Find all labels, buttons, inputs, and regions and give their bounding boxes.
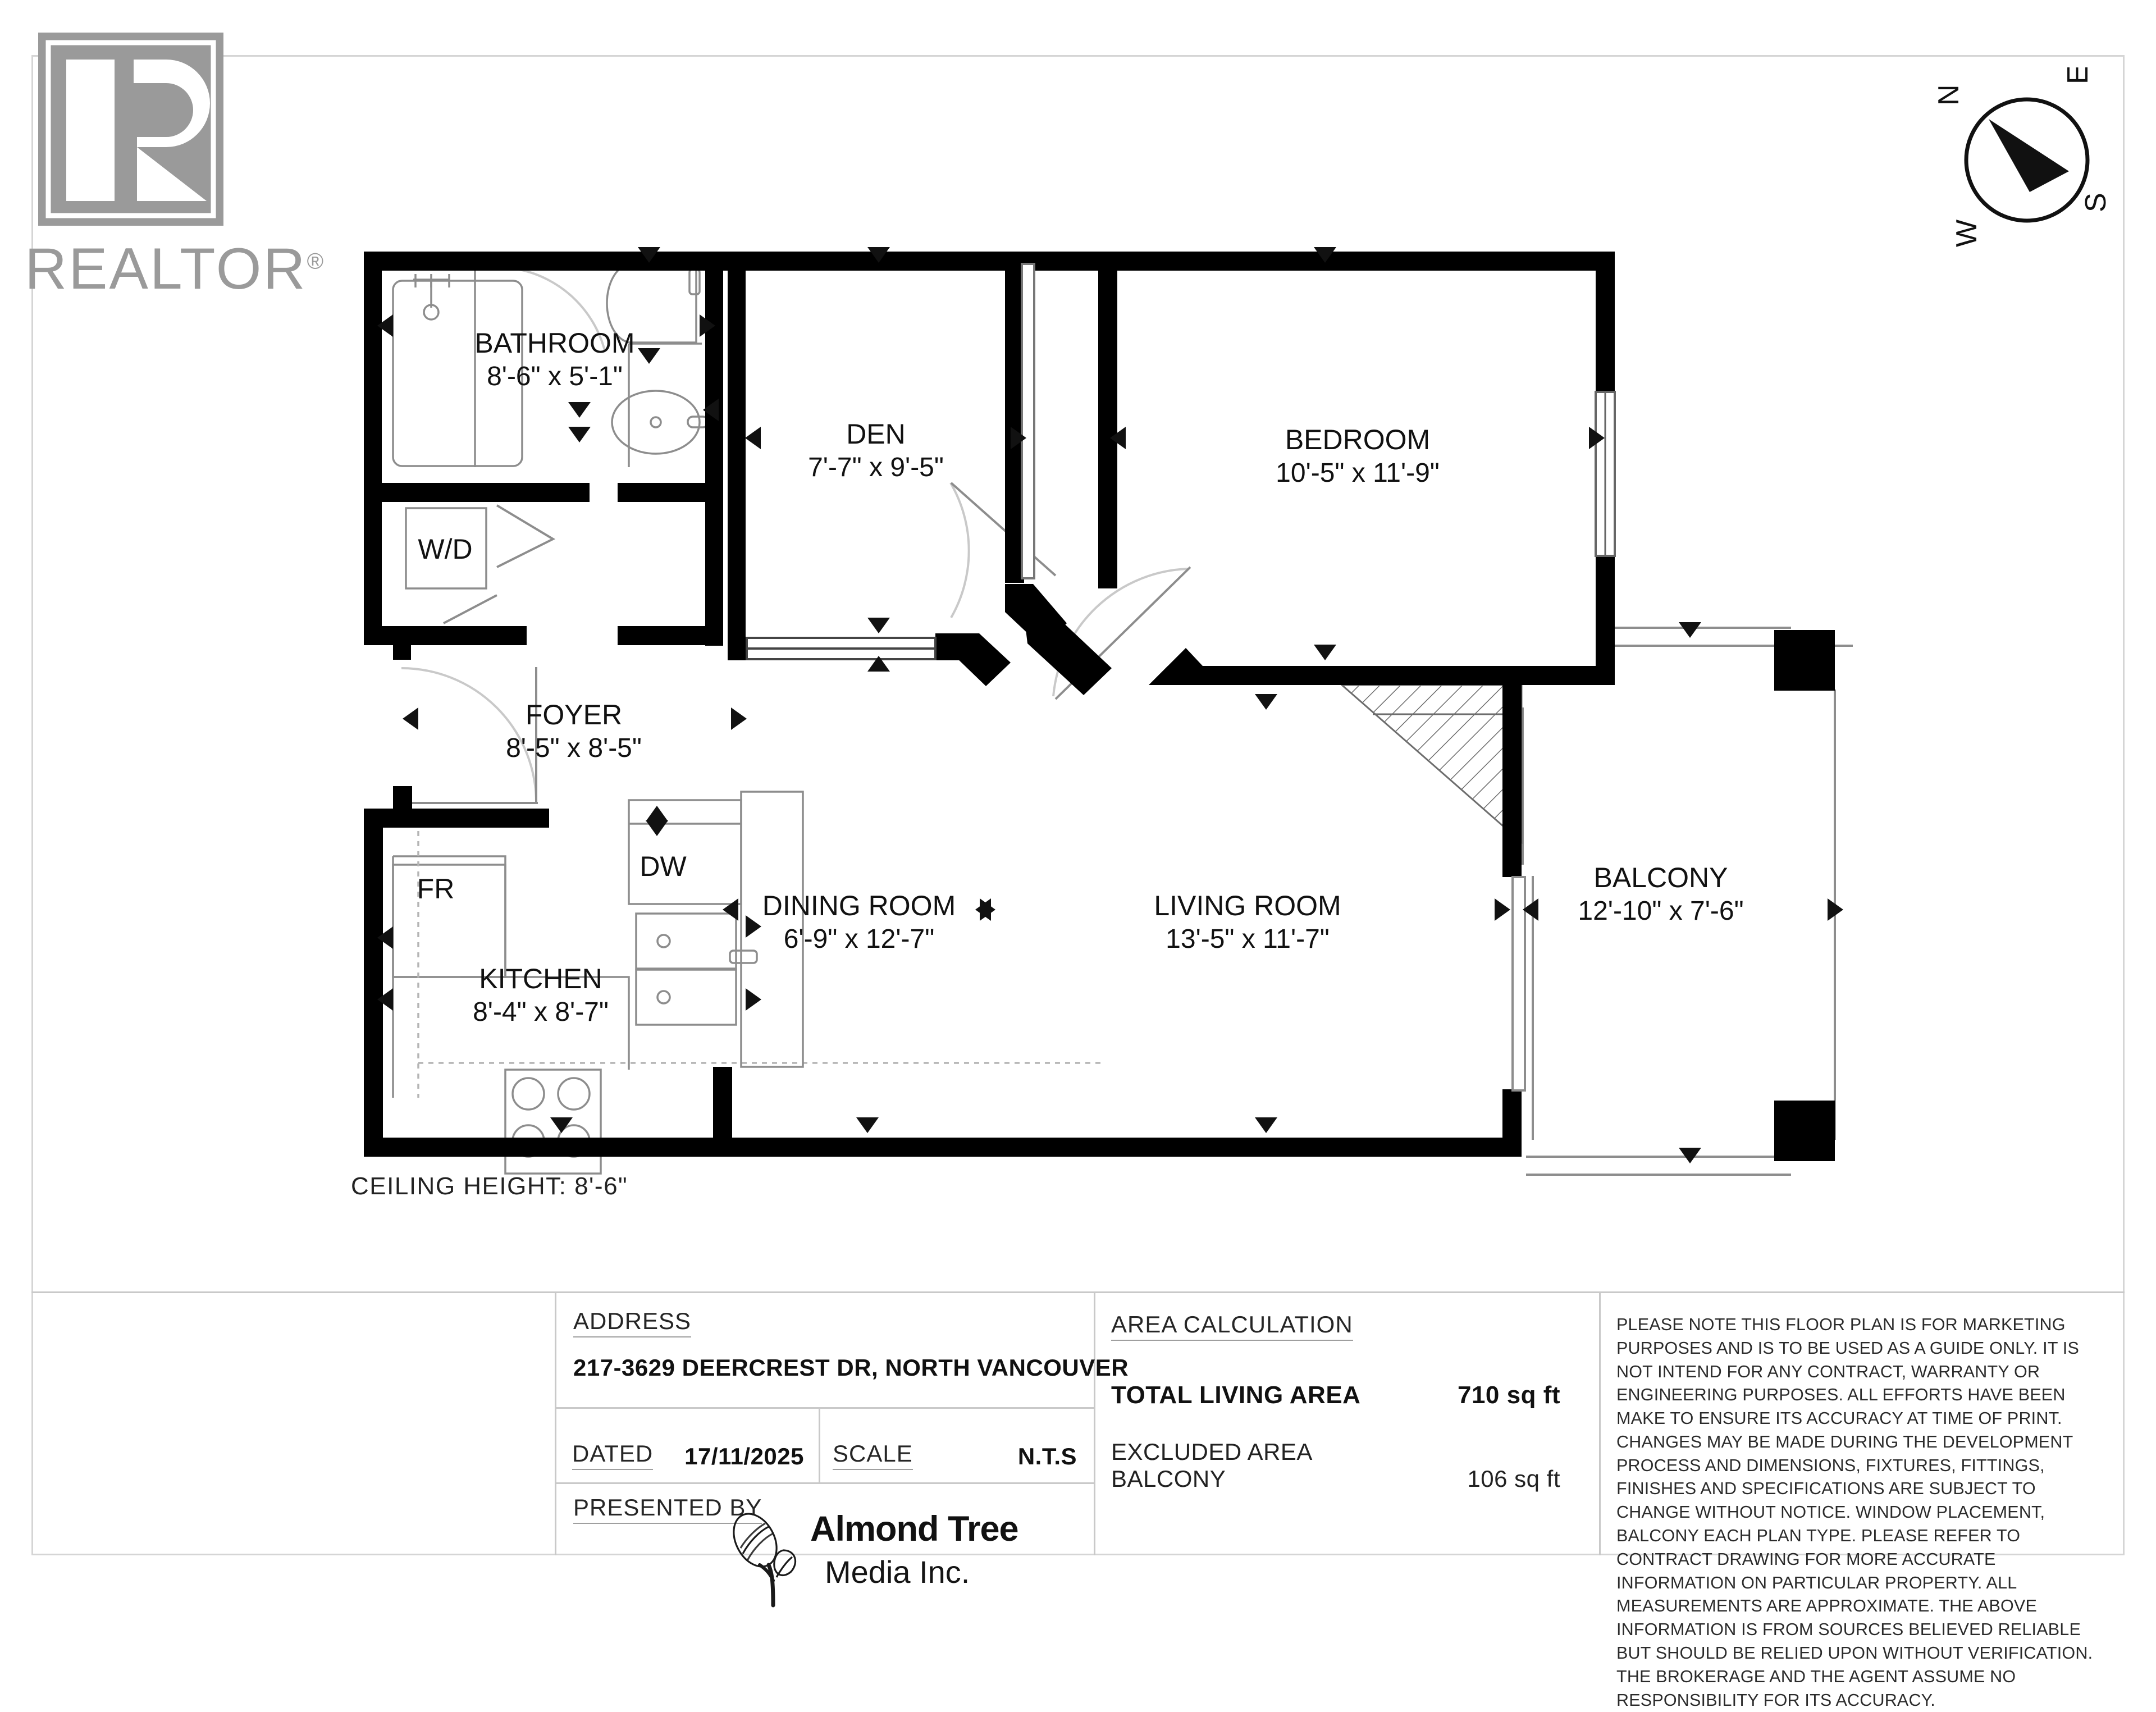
compass-rose-icon: N E S W: [1937, 67, 2112, 247]
info-panel-blank-column: [31, 1293, 556, 1555]
bathtub-icon: [392, 280, 523, 467]
appliance-label-fridge: FR: [417, 873, 455, 905]
ceiling-height-note: CEILING HEIGHT: 8'-6": [351, 1172, 628, 1200]
disclaimer-text: PLEASE NOTE THIS FLOOR PLAN IS FOR MARKE…: [1616, 1315, 2093, 1710]
room-label-living-room: LIVING ROOM: [1154, 890, 1341, 921]
room-dims-bathroom: 8'-6" x 5'-1": [487, 362, 623, 391]
address-value: 217-3629 DEERCREST DR, NORTH VANCOUVER: [573, 1354, 1129, 1381]
sink-icon: [611, 390, 701, 455]
compass-label-east: E: [2062, 67, 2094, 84]
realtor-r-icon: [38, 33, 223, 226]
presented-by-cell: PRESENTED BY Almo: [556, 1484, 1094, 1608]
room-dims-foyer: 8'-5" x 8'-5": [506, 733, 642, 763]
compass-label-south: S: [2080, 193, 2112, 212]
excluded-area-label: EXCLUDED AREA: [1111, 1439, 1313, 1465]
address-row: ADDRESS 217-3629 DEERCREST DR, NORTH VAN…: [556, 1293, 1129, 1409]
total-living-area-value: 710 sq ft: [1457, 1381, 1560, 1409]
room-label-bathroom: BATHROOM: [474, 327, 634, 359]
room-label-den: DEN: [846, 418, 906, 450]
realtor-logo: REALTOR®: [21, 27, 323, 330]
balcony-area-label: BALCONY: [1111, 1466, 1226, 1492]
floor-plan-page: REALTOR® N E S W: [21, 27, 2125, 1710]
kitchen-faucet: [729, 949, 758, 964]
compass-label-north: N: [1937, 84, 1965, 106]
room-label-balcony: BALCONY: [1594, 862, 1728, 893]
area-calculation-block: AREA CALCULATION TOTAL LIVING AREA 710 s…: [1095, 1293, 1601, 1555]
appliance-label-washer-dryer: W/D: [418, 533, 472, 565]
balcony-sliding-door: [1511, 876, 1526, 1092]
dated-value: 17/11/2025: [684, 1443, 804, 1469]
washer-dryer-icon: [405, 507, 487, 590]
almond-tree-company-name: Almond Tree: [810, 1509, 1019, 1549]
info-panel: ADDRESS 217-3629 DEERCREST DR, NORTH VAN…: [31, 1291, 2125, 1710]
presented-by-label: PRESENTED BY: [573, 1494, 762, 1524]
excluded-area-row: EXCLUDED AREA: [1111, 1439, 1560, 1466]
room-label-foyer: FOYER: [526, 699, 622, 731]
balcony-post-bottom: [1774, 1101, 1835, 1161]
address-block: ADDRESS 217-3629 DEERCREST DR, NORTH VAN…: [556, 1293, 1129, 1608]
kitchen-sink-left-basin: [635, 912, 737, 970]
scale-value: N.T.S: [1017, 1443, 1077, 1469]
disclaimer-block: PLEASE NOTE THIS FLOOR PLAN IS FOR MARKE…: [1601, 1293, 2125, 1710]
stove-icon: [504, 1069, 602, 1175]
sprout-icon: [733, 1513, 797, 1608]
scale-label: SCALE: [833, 1440, 913, 1470]
room-label-bedroom: BEDROOM: [1285, 424, 1430, 455]
wall-structure: [364, 252, 1835, 1161]
room-label-kitchen: KITCHEN: [479, 963, 602, 994]
room-dims-dining-room: 6'-9" x 12'-7": [784, 924, 935, 954]
dated-cell: DATED 17/11/2025: [556, 1409, 820, 1482]
almond-tree-logo: Almond Tree Media Inc.: [725, 1509, 1062, 1615]
area-calculation-label: AREA CALCULATION: [1111, 1311, 1353, 1341]
balcony-area-value: 106 sq ft: [1467, 1466, 1560, 1492]
room-label-dining-room: DINING ROOM: [762, 890, 956, 921]
balcony-area-row: BALCONY 106 sq ft: [1111, 1466, 1560, 1492]
appliance-label-dishwasher: DW: [640, 851, 687, 882]
compass-label-west: W: [1951, 220, 1983, 247]
dimension-arrows: [377, 247, 1843, 1163]
den-interior-window: [1021, 263, 1035, 579]
total-living-area-row: TOTAL LIVING AREA 710 sq ft: [1111, 1381, 1560, 1409]
address-label: ADDRESS: [573, 1308, 692, 1337]
bedroom-window: [1595, 391, 1616, 557]
total-living-area-label: TOTAL LIVING AREA: [1111, 1381, 1361, 1409]
floor-plan-drawing: BATHROOM 8'-6" x 5'-1" W/D DEN 7'-7" x 9…: [364, 247, 1853, 1176]
room-dims-bedroom: 10'-5" x 11'-9": [1276, 458, 1440, 488]
scale-cell: SCALE N.T.S: [820, 1409, 1094, 1482]
dated-scale-row: DATED 17/11/2025 SCALE N.T.S: [556, 1409, 1094, 1484]
almond-tree-company-sub: Media Inc.: [825, 1554, 970, 1590]
room-dims-den: 7'-7" x 9'-5": [808, 453, 944, 482]
room-dims-kitchen: 8'-4" x 8'-7": [473, 997, 609, 1027]
room-dims-living-room: 13'-5" x 11'-7": [1166, 924, 1330, 954]
dated-label: DATED: [572, 1440, 654, 1470]
room-labels: BATHROOM 8'-6" x 5'-1" W/D DEN 7'-7" x 9…: [417, 327, 1744, 1027]
room-dims-balcony: 12'-10" x 7'-6": [1578, 896, 1743, 926]
angled-wall-hatch: [1340, 684, 1523, 844]
kitchen-sink-right-basin: [635, 969, 737, 1026]
realtor-wordmark: REALTOR®: [25, 236, 326, 302]
balcony-post-top: [1774, 630, 1835, 691]
